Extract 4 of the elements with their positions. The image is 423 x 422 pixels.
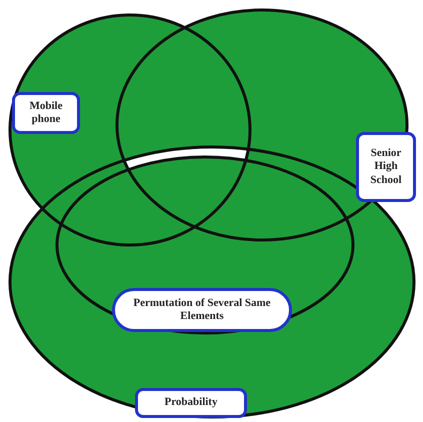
set-label: Permutation of Several Same Elements bbox=[112, 288, 292, 332]
set-label: Senior High School bbox=[356, 132, 416, 202]
set-label: Mobile phone bbox=[12, 92, 80, 134]
set-label: Probability bbox=[135, 388, 247, 418]
